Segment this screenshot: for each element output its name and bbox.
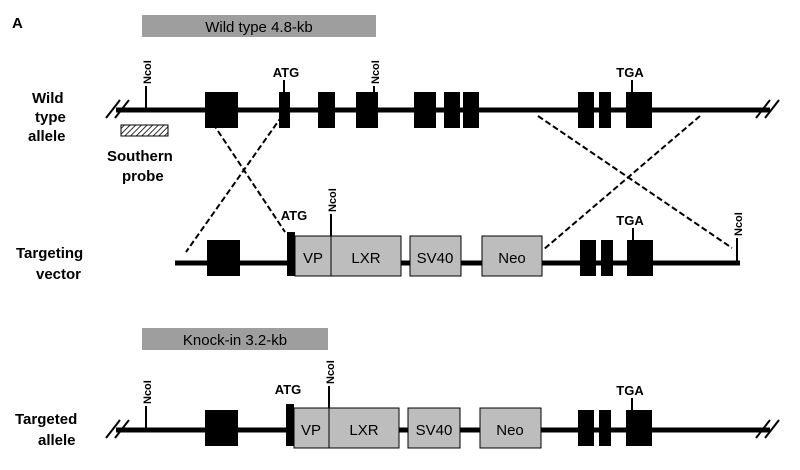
- exon: [279, 92, 290, 128]
- targeted-ncoi-label-2: NcoI: [325, 360, 337, 384]
- svg-text:probe: probe: [122, 168, 164, 185]
- homologous-recombination-lines: [185, 115, 733, 253]
- exon: [207, 240, 240, 276]
- exon: [444, 92, 460, 128]
- southern-probe-label: Southern probe: [107, 148, 173, 185]
- lxr-label: LXR: [351, 250, 380, 267]
- exon: [599, 410, 611, 446]
- targeted-allele-label: Targeted allele: [15, 411, 77, 449]
- southern-probe-icon: [120, 124, 169, 137]
- exon: [414, 92, 436, 128]
- exon: [356, 92, 378, 128]
- lxr-box: [330, 235, 402, 277]
- wild-type-left-break-icon: [105, 99, 130, 119]
- exon: [626, 410, 652, 446]
- targeted-tga-label: TGA: [616, 383, 644, 398]
- knock-in-fragment-bar: [142, 328, 328, 350]
- wild-type-fragment-label: Wild type 4.8-kb: [205, 19, 313, 36]
- exon: [287, 232, 295, 276]
- targeted-lxr-label: LXR: [349, 422, 378, 439]
- wild-type-tga-label: TGA: [616, 65, 644, 80]
- targeted-neo-label: Neo: [496, 422, 524, 439]
- vector-tga-label: TGA: [616, 213, 644, 228]
- exon: [463, 92, 479, 128]
- targeted-vp-box: [293, 407, 330, 449]
- svg-text:Targeting: Targeting: [16, 245, 83, 262]
- exon: [318, 92, 335, 128]
- sv40-box: [409, 235, 462, 277]
- exon: [205, 410, 238, 446]
- svg-text:Southern: Southern: [107, 148, 173, 165]
- wild-type-atg-label: ATG: [273, 65, 299, 80]
- knock-in-fragment-label: Knock-in 3.2-kb: [183, 332, 287, 349]
- exon: [286, 404, 294, 446]
- sv40-label: SV40: [417, 250, 454, 267]
- wild-type-allele-label: Wild type allele: [28, 90, 66, 145]
- exon: [626, 92, 652, 128]
- exon: [580, 240, 596, 276]
- wild-type-fragment-bar: [142, 15, 376, 37]
- exon: [578, 410, 594, 446]
- targeted-right-break-icon: [755, 419, 780, 439]
- svg-text:Wild: Wild: [32, 90, 64, 107]
- vector-ncoi-label-2: NcoI: [733, 212, 745, 236]
- exon: [205, 92, 238, 128]
- targeted-vp-label: VP: [301, 422, 321, 439]
- wild-type-ncoi-label-1: NcoI: [142, 60, 154, 84]
- targeted-sv40-label: SV40: [416, 422, 453, 439]
- vector-ncoi-label: NcoI: [327, 188, 339, 212]
- exon: [578, 92, 594, 128]
- exon: [599, 92, 611, 128]
- panel-label: A: [12, 15, 23, 32]
- targeted-left-break-icon: [105, 419, 130, 439]
- svg-text:Targeted: Targeted: [15, 411, 77, 428]
- svg-text:type: type: [35, 109, 66, 126]
- targeted-atg-label: ATG: [275, 382, 301, 397]
- targeted-lxr-box: [328, 407, 400, 449]
- neo-label: Neo: [498, 250, 526, 267]
- neo-box: [481, 235, 543, 277]
- svg-text:allele: allele: [28, 128, 66, 145]
- exon: [627, 240, 653, 276]
- targeted-allele-exons: [205, 404, 652, 446]
- svg-text:allele: allele: [38, 432, 76, 449]
- wild-type-ncoi-label-2: NcoI: [370, 60, 382, 84]
- wild-type-exons: [205, 92, 652, 128]
- vp-box: [294, 235, 332, 277]
- wild-type-right-break-icon: [755, 99, 780, 119]
- targeted-neo-box: [479, 407, 542, 449]
- vector-atg-label: ATG: [281, 208, 307, 223]
- svg-text:vector: vector: [36, 266, 81, 283]
- vp-label: VP: [303, 250, 323, 267]
- targeted-ncoi-label: NcoI: [142, 380, 154, 404]
- exon: [601, 240, 613, 276]
- targeting-vector-label: Targeting vector: [16, 245, 83, 283]
- targeting-vector-exons: [207, 232, 653, 276]
- targeted-sv40-box: [407, 407, 461, 449]
